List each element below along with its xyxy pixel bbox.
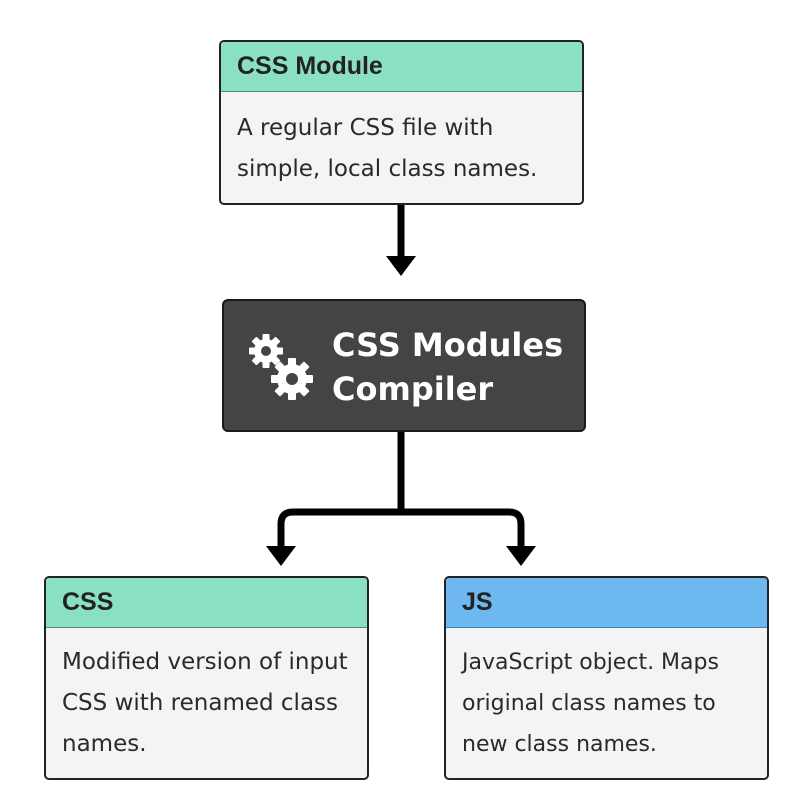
node-compiler: CSS Modules Compiler (222, 299, 586, 432)
edge-compiler-to-js (397, 432, 525, 548)
node-css-module-title: CSS Module (221, 42, 582, 92)
edge-compiler-to-css (277, 432, 405, 548)
node-css-output-title: CSS (46, 578, 367, 628)
node-compiler-title: CSS Modules Compiler (332, 326, 564, 408)
node-js-output-description: JavaScript object. Maps original class n… (462, 650, 719, 757)
node-css-output-description: Modified version of input CSS with renam… (62, 649, 348, 757)
gears-icon (249, 334, 313, 400)
arrowhead-css (266, 546, 296, 566)
node-js-output: JS JavaScript object. Maps original clas… (444, 576, 769, 780)
node-css-module: CSS Module A regular CSS file with simpl… (219, 40, 584, 205)
node-css-module-description: A regular CSS file with simple, local cl… (237, 115, 538, 182)
arrowhead-compiler (386, 256, 416, 276)
node-js-output-title: JS (446, 578, 767, 628)
arrowhead-js (506, 546, 536, 566)
node-css-output: CSS Modified version of input CSS with r… (44, 576, 369, 780)
